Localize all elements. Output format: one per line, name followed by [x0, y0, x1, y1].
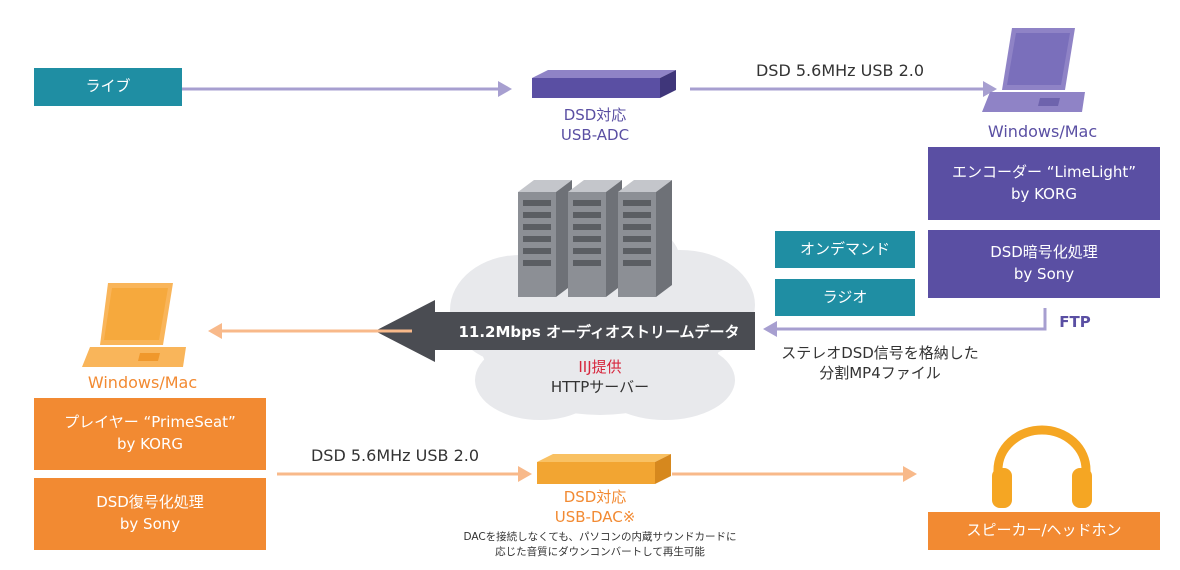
top-link-label: DSD 5.6MHz USB 2.0: [755, 61, 925, 80]
player-line2: by KORG: [116, 435, 184, 453]
encoder-pc-label: Windows/Mac: [987, 122, 1098, 141]
encoder-line1: エンコーダー “LimeLight”: [951, 162, 1137, 181]
player-laptop-icon: [82, 283, 186, 367]
stream-arrow: [375, 300, 755, 362]
dac-label: DSD対応 USB-DAC※: [520, 488, 670, 527]
server-provider: IIJ提供: [578, 358, 622, 376]
decrypt-line2: by Sony: [119, 515, 181, 533]
decrypt-line1: DSD復号化処理: [96, 493, 204, 512]
dac-line2: USB-DAC※: [554, 507, 636, 526]
arrow-live-adc: [498, 81, 512, 97]
live-label: ライブ: [85, 77, 131, 96]
arrow-adc-pc: [983, 81, 997, 97]
arrow-to-speaker: [903, 466, 917, 482]
usb-dac-device: [537, 454, 671, 484]
ondemand-label: オンデマンド: [799, 239, 890, 258]
headphones-icon: [992, 425, 1092, 508]
ondemand-box: オンデマンド: [775, 231, 915, 268]
file-desc: ステレオDSD信号を格納した 分割MP4ファイル: [755, 344, 1005, 383]
speaker-label: スピーカー/ヘッドホン: [966, 521, 1122, 540]
dac-line1: DSD対応: [563, 488, 627, 506]
usb-adc-device: [532, 70, 676, 98]
encoder-line2: by KORG: [1010, 184, 1078, 203]
encrypt-line1: DSD暗号化処理: [990, 243, 1098, 262]
arrow-to-dac: [518, 466, 532, 482]
radio-label: ラジオ: [822, 287, 868, 306]
live-source: ライブ: [34, 68, 182, 106]
encoder-box: エンコーダー “LimeLight” by KORG: [928, 147, 1160, 220]
encrypt-line2: by Sony: [1013, 265, 1075, 283]
player-line1: プレイヤー “PrimeSeat”: [64, 413, 236, 432]
arrow-to-player: [208, 323, 222, 339]
radio-box: ラジオ: [775, 279, 915, 316]
arrow-ftp: [763, 321, 777, 337]
file-desc-line2: 分割MP4ファイル: [819, 363, 941, 382]
ftp-label: FTP: [1059, 313, 1091, 331]
decrypt-box: DSD復号化処理 by Sony: [34, 478, 266, 550]
encoder-laptop-icon: [982, 28, 1085, 112]
bottom-link-label: DSD 5.6MHz USB 2.0: [310, 446, 480, 465]
player-pc-label: Windows/Mac: [87, 373, 198, 392]
encrypt-box: DSD暗号化処理 by Sony: [928, 230, 1160, 298]
dac-note-line2: 応じた音質にダウンコンバートして再生可能: [495, 546, 705, 559]
player-box: プレイヤー “PrimeSeat” by KORG: [34, 398, 266, 470]
server-type: HTTPサーバー: [550, 378, 650, 396]
server-icon: [518, 180, 672, 297]
file-desc-line1: ステレオDSD信号を格納した: [781, 344, 979, 362]
dac-note: DACを接続しなくても、パソコンの内蔵サウンドカードに 応じた音質にダウンコンバ…: [415, 530, 785, 560]
speaker-box: スピーカー/ヘッドホン: [928, 512, 1160, 550]
adc-label: DSD対応 USB-ADC: [520, 106, 670, 145]
dac-note-line1: DACを接続しなくても、パソコンの内蔵サウンドカードに: [463, 531, 737, 543]
adc-line1: DSD対応: [563, 106, 627, 124]
stream-banner: 11.2Mbps オーディオストリームデータ: [458, 322, 740, 341]
adc-line2: USB-ADC: [560, 125, 630, 144]
